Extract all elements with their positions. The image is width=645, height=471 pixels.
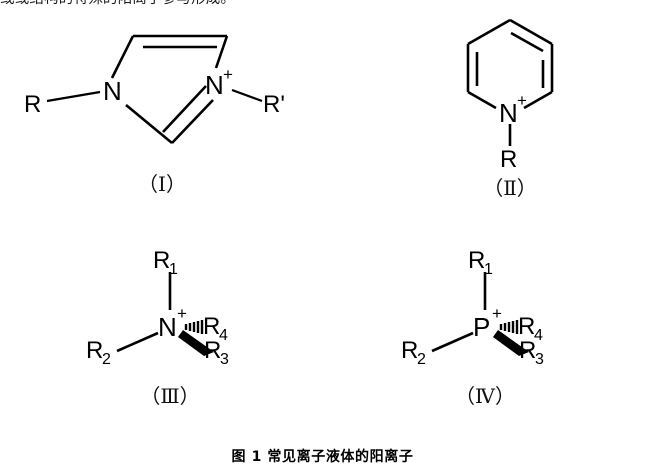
structure-imidazolium: N N + R R' [24, 34, 285, 145]
substituent-label-r-bottom: R [500, 146, 517, 173]
substituent-label-r1: R [153, 247, 170, 274]
substituent-label-r2: R [401, 337, 418, 364]
charge-plus-nitrogen-center: + [177, 304, 187, 323]
substituent-label-r1: R [468, 247, 485, 274]
bond-n1-c6 [467, 90, 497, 110]
bond-n3-rprime [231, 88, 263, 103]
structure-phosphonium: P + R 1 R 2 R 3 R 4 [401, 247, 544, 368]
structure-label-imidazolium: （Ⅰ） [138, 174, 186, 196]
bond-r-n1 [46, 90, 101, 103]
substituent-subscript-r1: 1 [484, 261, 493, 278]
atom-label-nitrogen-left: N [103, 76, 122, 106]
bond-n3-c2-inner [162, 85, 207, 133]
structure-label-phosphonium: （Ⅳ） [455, 386, 515, 408]
substituent-subscript-r4: 4 [219, 327, 228, 344]
clipped-body-text: 或或结构的特殊的阳离子参与形成。 [0, 0, 345, 9]
atom-label-nitrogen-center: N [158, 312, 177, 342]
bond-n3-c2 [171, 99, 214, 144]
structure-label-pyridinium: （Ⅱ） [483, 178, 537, 200]
bond-c4-c3 [509, 18, 553, 46]
atom-label-phosphorus-center: P [473, 312, 490, 342]
bond-p-r3-wedge [493, 330, 529, 356]
bond-n-r2 [116, 331, 159, 353]
charge-plus-nitrogen-right: + [223, 65, 233, 84]
structure-label-ammonium: （Ⅲ） [140, 386, 200, 408]
bond-n-r3-wedge [178, 330, 214, 356]
bond-c5-n3 [214, 35, 229, 69]
substituent-subscript-r2: 2 [102, 351, 111, 368]
atom-label-nitrogen: N [499, 98, 518, 128]
bond-c2-n1 [523, 90, 553, 110]
substituent-label-r3: R [204, 337, 221, 364]
structure-pyridinium: N + R [466, 18, 554, 173]
charge-plus-phosphorus-center: + [492, 304, 502, 323]
substituent-subscript-r3: 3 [535, 351, 544, 368]
substituent-label-r3: R [519, 337, 536, 364]
substituent-label-r-prime-right: R' [263, 91, 285, 118]
bond-c4-n1 [110, 35, 135, 79]
substituent-subscript-r4: 4 [534, 327, 543, 344]
bond-c5-c4 [467, 18, 511, 46]
substituent-subscript-r1: 1 [169, 261, 178, 278]
figure-caption: 图 1 常见离子液体的阳离子 [231, 449, 414, 465]
substituent-subscript-r3: 3 [220, 351, 229, 368]
atom-label-nitrogen-right: N [205, 70, 224, 100]
substituent-label-r4: R [518, 313, 535, 340]
substituent-subscript-r2: 2 [417, 351, 426, 368]
substituent-label-r4: R [203, 313, 220, 340]
substituent-label-r2: R [86, 337, 103, 364]
bond-c4-c3-inner [510, 31, 544, 53]
bond-p-r2 [431, 331, 474, 353]
bond-n1-c2 [125, 103, 173, 145]
structure-ammonium: N + R 1 R 2 R 3 R 4 [86, 247, 229, 368]
charge-plus-nitrogen: + [517, 91, 527, 110]
substituent-label-r-left: R [24, 91, 41, 118]
